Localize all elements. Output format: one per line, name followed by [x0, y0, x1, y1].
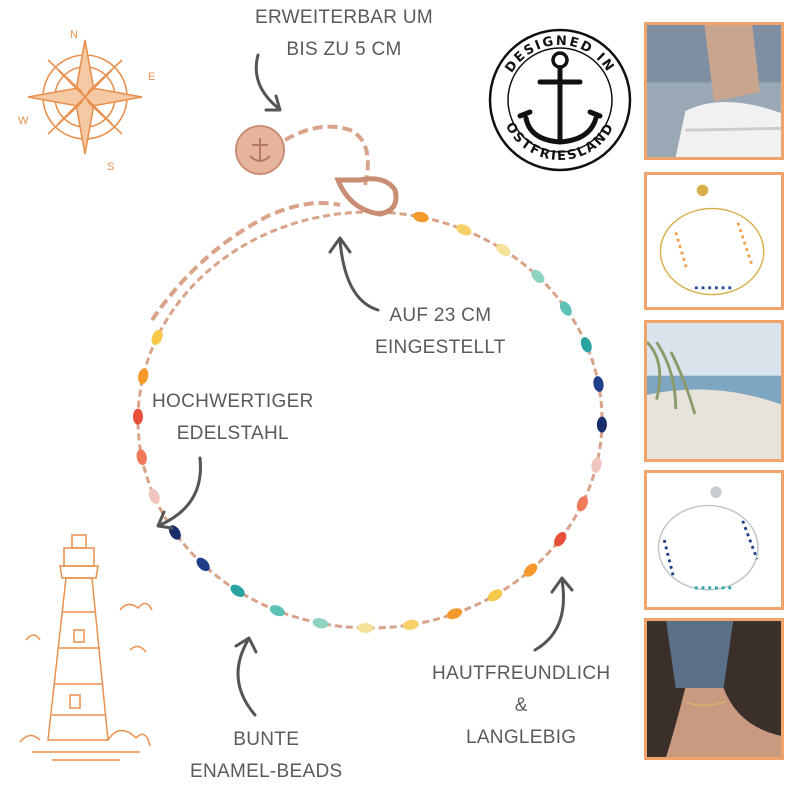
- label-stainless-steel-line2: EDELSTAHL: [176, 423, 289, 444]
- enamel-bead: [523, 563, 538, 577]
- enamel-bead: [196, 557, 210, 572]
- label-adjusted-line1: AUF 23 CM: [389, 305, 492, 326]
- enamel-bead: [580, 337, 592, 353]
- arrow-set: [328, 236, 380, 312]
- thumb-foot-ankle[interactable]: [644, 618, 784, 760]
- enamel-bead: [591, 457, 602, 473]
- thumb-beach-dunes[interactable]: [644, 320, 784, 462]
- label-skin-friendly-line1: HAUTFREUNDLICH: [432, 663, 611, 684]
- designed-in-ostfriesland-stamp-icon: [488, 28, 632, 172]
- compass-w: W: [18, 115, 29, 127]
- thumb-silver-bracelet[interactable]: [644, 470, 784, 610]
- label-stainless-steel-line1: HOCHWERTIGER: [152, 391, 314, 412]
- compass-rose-icon: [27, 39, 143, 155]
- ankle-photo-icon: [647, 25, 781, 157]
- enamel-bead: [496, 243, 511, 256]
- enamel-bead: [136, 449, 147, 466]
- label-stainless-steel: HOCHWERTIGER EDELSTAHL: [152, 386, 314, 450]
- thumb-sneaker-ankle[interactable]: [644, 22, 784, 160]
- label-adjusted: AUF 23 CM EINGESTELLT: [375, 300, 506, 364]
- enamel-bead: [554, 532, 567, 547]
- bracelet-photo-icon: [647, 175, 781, 307]
- ankle-photo-icon: [647, 621, 781, 757]
- thumb-gold-bracelet[interactable]: [644, 172, 784, 310]
- label-extendable: ERWEITERBAR UM BIS ZU 5 CM: [255, 2, 433, 66]
- enamel-bead: [402, 619, 419, 630]
- arrow-skin: [533, 576, 574, 652]
- enamel-bead: [312, 618, 329, 629]
- enamel-bead: [446, 608, 463, 620]
- enamel-bead: [531, 269, 545, 284]
- enamel-bead: [269, 605, 285, 617]
- enamel-bead: [151, 329, 163, 346]
- enamel-bead: [559, 301, 572, 316]
- label-extendable-line1: ERWEITERBAR UM: [255, 7, 434, 28]
- bracelet-photo-icon: [647, 473, 781, 607]
- arrow-steel: [156, 456, 202, 530]
- enamel-beads: [132, 211, 607, 634]
- enamel-bead: [593, 376, 604, 392]
- compass-n: N: [70, 29, 78, 41]
- label-enamel-beads-line2: ENAMEL-BEADS: [190, 761, 343, 782]
- enamel-bead: [412, 211, 429, 223]
- label-enamel-beads: BUNTE ENAMEL-BEADS: [190, 724, 342, 788]
- label-skin-friendly-line3: LANGLEBIG: [465, 727, 577, 748]
- anchor-charm-icon: [235, 125, 285, 175]
- enamel-bead: [138, 368, 149, 385]
- bracelet-chain: [136, 124, 604, 630]
- label-enamel-beads-line1: BUNTE: [233, 729, 300, 750]
- enamel-bead: [576, 496, 588, 512]
- compass-s: S: [107, 161, 114, 173]
- compass-e: E: [148, 71, 155, 83]
- arrow-beads: [234, 636, 258, 717]
- lighthouse-icon: [19, 534, 153, 761]
- enamel-bead: [596, 416, 607, 433]
- enamel-bead: [357, 622, 374, 634]
- label-extendable-line2: BIS ZU 5 CM: [286, 39, 402, 60]
- enamel-bead: [487, 589, 503, 602]
- enamel-bead: [230, 584, 245, 597]
- arrow-extend: [254, 53, 282, 112]
- beach-photo-icon: [647, 323, 781, 459]
- label-skin-friendly-line2: &: [514, 695, 528, 716]
- enamel-bead: [456, 224, 472, 236]
- label-adjusted-line2: EINGESTELLT: [375, 337, 506, 358]
- enamel-bead: [132, 408, 144, 425]
- label-skin-friendly: HAUTFREUNDLICH & LANGLEBIG: [432, 658, 610, 754]
- enamel-bead: [148, 488, 160, 504]
